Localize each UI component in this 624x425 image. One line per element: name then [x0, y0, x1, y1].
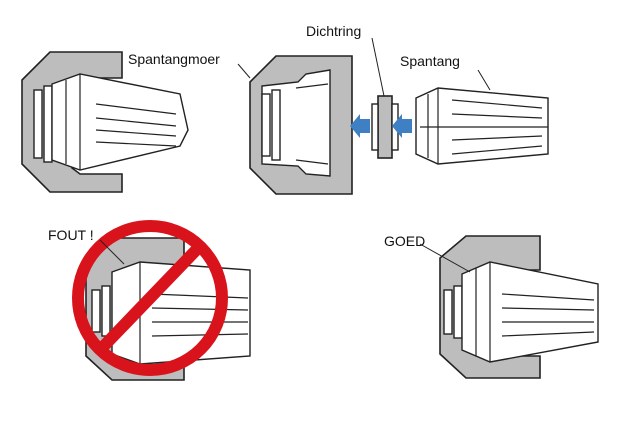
- label-collet: Spantang: [400, 53, 460, 69]
- correct-assembly: [439, 235, 599, 379]
- label-seal: Dichtring: [306, 23, 361, 39]
- label-nut: Spantangmoer: [128, 51, 220, 67]
- assembled-nut-with-collet: [21, 51, 189, 193]
- label-right: GOED: [384, 233, 425, 249]
- arrow-left-icon: [350, 114, 412, 138]
- collet-separate: [415, 87, 549, 165]
- label-wrong: FOUT !: [48, 227, 94, 243]
- tilted-collet: [51, 73, 189, 171]
- nut-separate: [249, 55, 353, 195]
- prohibition-sign-icon: [72, 220, 228, 376]
